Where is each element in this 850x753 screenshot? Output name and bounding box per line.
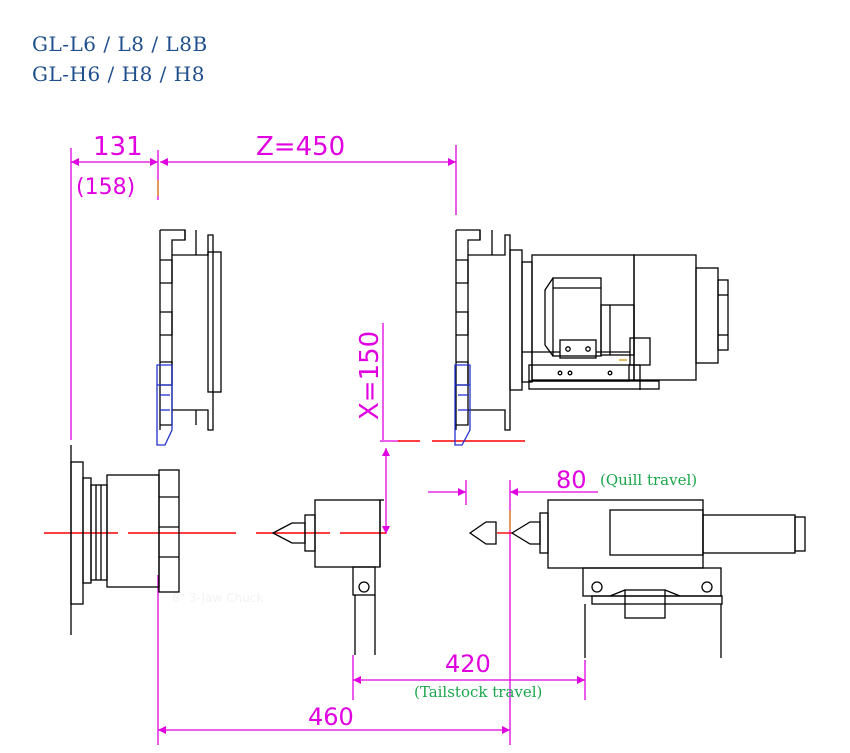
tailstock-middle — [271, 499, 384, 655]
tailstock-travel-note: (Tailstock travel) — [414, 683, 542, 701]
dimension-lines — [70, 145, 598, 745]
tool-inserts — [156, 364, 471, 446]
chuck-faint-label: 8" 3-Jaw Chuck — [172, 591, 263, 605]
spindle-centerline — [44, 440, 525, 534]
dim-131-label: 131 — [93, 132, 143, 162]
dim-80-label: 80 — [556, 466, 587, 494]
dim-420-label: 420 — [445, 650, 491, 678]
dim-460-label: 460 — [308, 703, 354, 731]
dim-x150-label: X=150 — [355, 331, 385, 420]
machine-drawing — [70, 229, 806, 658]
left-turret — [159, 229, 222, 431]
tailstock-right — [468, 499, 806, 658]
tailstock-center-alt — [468, 521, 497, 545]
right-turret — [455, 229, 729, 431]
dim-z450-label: Z=450 — [256, 132, 345, 162]
quill-travel-note: (Quill travel) — [600, 471, 697, 489]
headstock-chuck — [70, 445, 180, 635]
title-line-2: GL-H6 / H8 / H8 — [32, 62, 205, 86]
dim-158-label: (158) — [76, 175, 135, 200]
title-line-1: GL-L6 / L8 / L8B — [32, 32, 208, 56]
